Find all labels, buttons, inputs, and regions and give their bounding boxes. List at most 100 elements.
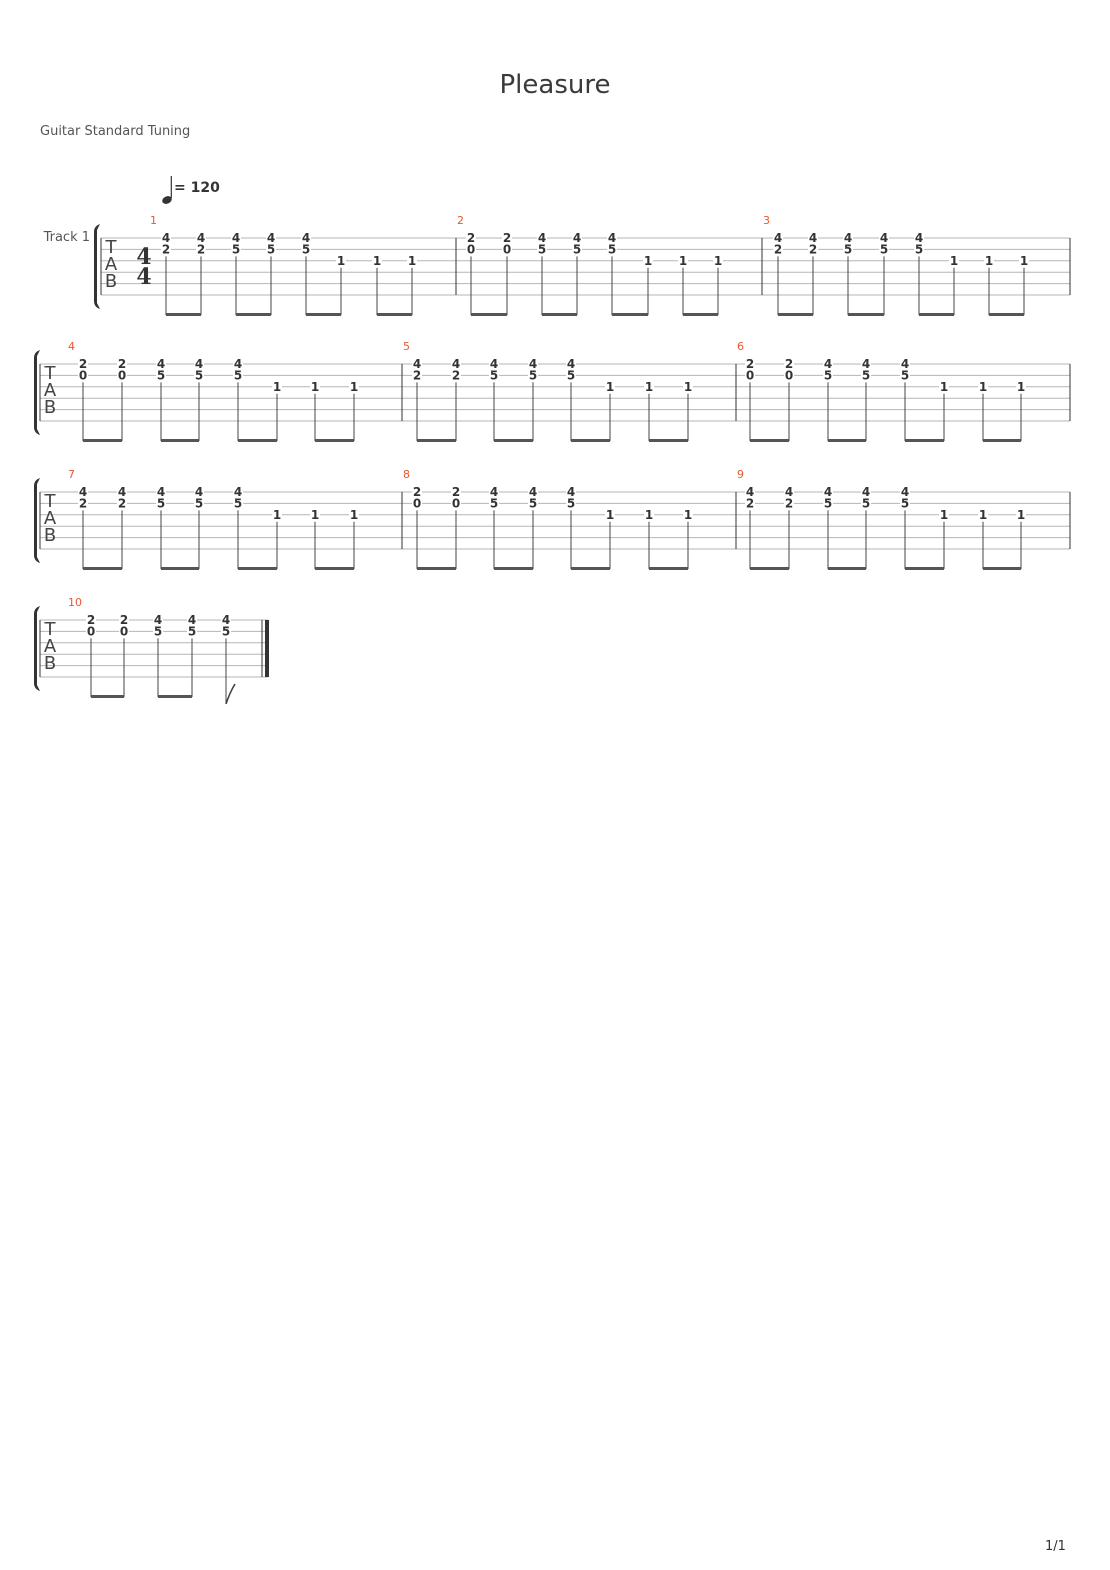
fret-backdrop	[528, 369, 538, 382]
fret-number: 5	[567, 368, 575, 382]
fret-backdrop	[1016, 508, 1026, 521]
fret-number: 5	[824, 368, 832, 382]
beam	[848, 313, 884, 316]
fret-backdrop	[784, 497, 794, 510]
fret-number: 5	[824, 496, 832, 510]
fret-number: 5	[195, 368, 203, 382]
fret-backdrop	[231, 243, 241, 256]
fret-backdrop	[117, 486, 127, 498]
fret-backdrop	[301, 243, 311, 256]
fret-number: 5	[234, 496, 242, 510]
fret-number: 4	[118, 485, 126, 499]
fret-backdrop	[231, 232, 241, 244]
fret-backdrop	[914, 243, 924, 256]
fret-backdrop	[984, 254, 994, 267]
fret-number: 4	[824, 485, 832, 499]
fret-backdrop	[605, 380, 615, 393]
beam	[91, 695, 124, 698]
fret-number: 1	[350, 380, 358, 394]
fret-number: 2	[197, 242, 205, 256]
fret-number: 4	[413, 357, 421, 371]
fret-number: 1	[644, 254, 652, 268]
measure-number: 9	[737, 468, 744, 481]
fret-backdrop	[745, 358, 755, 370]
fret-number: 1	[273, 508, 281, 522]
fret-backdrop	[644, 508, 654, 521]
fret-backdrop	[566, 497, 576, 510]
fret-backdrop	[194, 497, 204, 510]
fret-backdrop	[451, 358, 461, 370]
fret-backdrop	[272, 508, 282, 521]
measure-number: 10	[68, 596, 82, 609]
fret-number: 1	[373, 254, 381, 268]
fret-backdrop	[683, 380, 693, 393]
measure-number: 7	[68, 468, 75, 481]
fret-backdrop	[272, 380, 282, 393]
fret-backdrop	[266, 243, 276, 256]
measure-number: 1	[150, 214, 157, 227]
fret-backdrop	[310, 380, 320, 393]
fret-backdrop	[194, 369, 204, 382]
fret-number: 4	[157, 485, 165, 499]
fret-backdrop	[537, 232, 547, 244]
fret-number: 4	[880, 231, 888, 245]
fret-backdrop	[119, 625, 129, 638]
fret-backdrop	[1019, 254, 1029, 267]
fret-backdrop	[221, 614, 231, 626]
beam	[417, 439, 456, 442]
fret-number: 2	[503, 231, 511, 245]
fret-number: 2	[452, 485, 460, 499]
beam	[750, 439, 789, 442]
fret-backdrop	[489, 358, 499, 370]
fret-backdrop	[678, 254, 688, 267]
fret-backdrop	[900, 369, 910, 382]
fret-number: 1	[940, 380, 948, 394]
beam	[315, 439, 354, 442]
beam	[989, 313, 1024, 316]
fret-backdrop	[156, 497, 166, 510]
fret-backdrop	[949, 254, 959, 267]
beam	[315, 567, 354, 570]
fret-number: 2	[785, 496, 793, 510]
fret-backdrop	[156, 369, 166, 382]
fret-number: 2	[413, 485, 421, 499]
fret-backdrop	[153, 625, 163, 638]
fret-number: 1	[714, 254, 722, 268]
fret-number: 2	[746, 496, 754, 510]
fret-number: 5	[302, 242, 310, 256]
fret-backdrop	[301, 232, 311, 244]
fret-backdrop	[528, 358, 538, 370]
fret-backdrop	[187, 625, 197, 638]
fret-number: 4	[234, 485, 242, 499]
beam	[983, 439, 1021, 442]
system-bracket	[34, 478, 40, 563]
fret-backdrop	[117, 497, 127, 510]
beam	[542, 313, 577, 316]
tab-clef-letter: A	[44, 508, 57, 529]
fret-number: 2	[87, 613, 95, 627]
fret-backdrop	[861, 497, 871, 510]
fret-number: 5	[844, 242, 852, 256]
fret-backdrop	[196, 232, 206, 244]
fret-backdrop	[156, 486, 166, 498]
beam	[417, 567, 456, 570]
fret-number: 1	[408, 254, 416, 268]
fret-number: 4	[222, 613, 230, 627]
fret-backdrop	[161, 243, 171, 256]
fret-number: 0	[503, 242, 511, 256]
fret-backdrop	[808, 243, 818, 256]
fret-number: 5	[915, 242, 923, 256]
fret-number: 1	[1020, 254, 1028, 268]
fret-number: 1	[311, 508, 319, 522]
fret-backdrop	[978, 380, 988, 393]
fret-backdrop	[336, 254, 346, 267]
fret-number: 4	[529, 357, 537, 371]
fret-number: 4	[490, 357, 498, 371]
fret-backdrop	[1016, 380, 1026, 393]
fret-backdrop	[879, 243, 889, 256]
tuning-label: Guitar Standard Tuning	[40, 124, 191, 139]
tab-clef-letter: A	[105, 254, 118, 275]
fret-backdrop	[745, 369, 755, 382]
fret-backdrop	[349, 380, 359, 393]
